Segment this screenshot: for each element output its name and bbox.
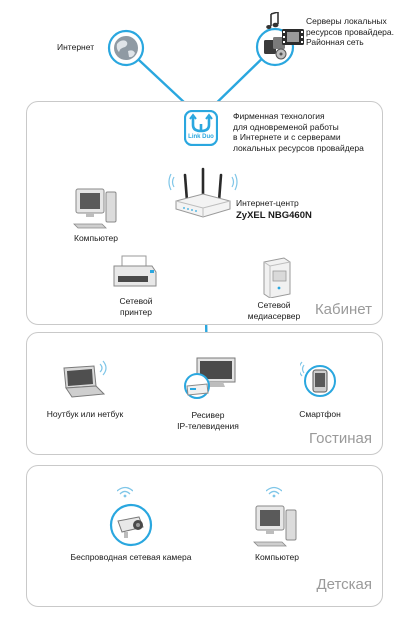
room-label-cabinet: Кабинет <box>314 301 372 318</box>
room-label-nursery: Детская <box>316 576 372 593</box>
link-duo-node <box>184 110 218 146</box>
link-duo-description: Фирменная технология для одновременой ра… <box>233 111 364 153</box>
router-label: Интернет-центр ZyXEL NBG460N <box>236 198 312 221</box>
router-node <box>168 165 238 223</box>
laptop-icon <box>63 360 107 398</box>
music-note-icon <box>266 12 279 29</box>
room-label-living: Гостиная <box>309 430 372 447</box>
link-duo-badge: Link Duo <box>188 134 214 140</box>
cabinet-printer-label: Сетевой принтер <box>119 296 153 317</box>
media-server-icon <box>263 257 291 298</box>
desktop-computer-icon <box>253 505 297 547</box>
nursery-camera-node <box>109 503 153 547</box>
cabinet-computer-label: Компьютер <box>74 233 118 243</box>
living-smartphone-label: Смартфон <box>299 409 341 419</box>
nursery-camera-label: Беспроводная сетевая камера <box>70 552 192 562</box>
living-iptv-node <box>181 356 239 404</box>
internet-node <box>107 29 145 67</box>
desktop-computer-icon <box>73 188 117 229</box>
cabinet-mediaserver-label: Сетевой медиасервер <box>247 300 301 321</box>
router-icon <box>168 167 238 218</box>
local-servers-label: Серверы локальных ресурсов провайдера. Р… <box>306 16 394 47</box>
link-duo-icon <box>184 110 218 146</box>
nursery-computer-node <box>252 502 300 548</box>
cabinet-mediaserver-node <box>259 256 293 298</box>
nursery-computer-label: Компьютер <box>255 552 299 562</box>
living-laptop-label: Ноутбук или нетбук <box>46 409 124 419</box>
living-smartphone-node <box>300 357 338 399</box>
network-camera-icon <box>109 503 153 547</box>
cabinet-computer-node <box>72 186 120 230</box>
living-laptop-node <box>58 358 114 404</box>
smartphone-icon <box>300 361 336 397</box>
living-iptv-label: Ресивер IP-телевидения <box>177 410 239 431</box>
printer-icon <box>113 255 157 287</box>
room-nursery <box>26 465 383 607</box>
globe-icon <box>107 29 145 67</box>
computer-wifi-icon <box>266 486 282 498</box>
cabinet-printer-node <box>112 254 158 292</box>
film-strip-icon <box>282 29 304 45</box>
internet-label: Интернет <box>57 42 95 52</box>
iptv-receiver-icon <box>184 357 236 399</box>
camera-wifi-icon <box>117 486 133 498</box>
